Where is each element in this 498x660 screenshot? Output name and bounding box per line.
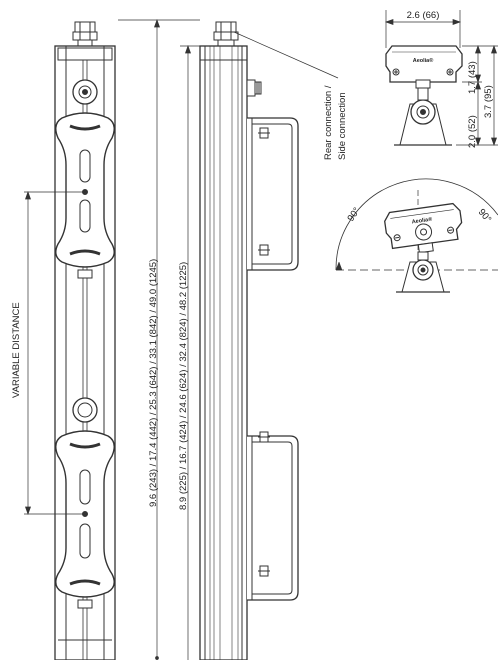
body-height-label: 8.9 (225) / 16.7 (424) / 24.6 (624) / 32…: [178, 261, 189, 510]
rear-connection-label: Rear connection /: [323, 85, 334, 160]
end-view: [384, 10, 498, 147]
side-view: [199, 21, 299, 660]
angle-left-label: 90°: [345, 205, 362, 223]
front-view: [54, 21, 116, 660]
body-height-dimension: [180, 44, 200, 660]
variable-distance-dimension: [24, 190, 84, 516]
brand-logo-text-rotated: Aeolia®: [411, 216, 432, 226]
overall-height-label: 9.6 (243) / 17.4 (442) / 25.3 (642) / 33…: [148, 258, 159, 507]
side-connection-label: Side connection: [337, 92, 348, 160]
depth-c-label: 3.7 (95): [483, 85, 494, 118]
rotation-view: [335, 178, 498, 293]
variable-distance-label: VARIABLE DISTANCE: [11, 302, 22, 398]
depth-a-label: 1.7 (43): [467, 61, 478, 94]
connection-leader: [233, 31, 339, 79]
depth-b-label: 2.0 (52): [467, 115, 478, 148]
width-dimension-label: 2.6 (66): [407, 10, 440, 21]
brand-logo-text: Aeolia®: [413, 57, 434, 64]
angle-right-label: 90°: [476, 207, 494, 225]
overall-height-dimension: [118, 18, 200, 660]
